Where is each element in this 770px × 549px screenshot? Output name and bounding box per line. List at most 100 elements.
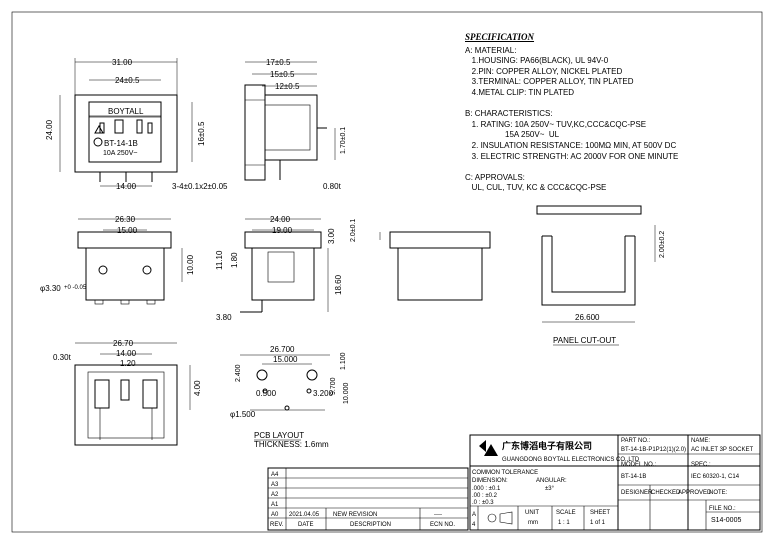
rear-thickness: 0.30t [53,353,72,362]
section-depth: 3.00 [327,228,336,244]
specification-block: SPECIFICATION A: MATERIAL: 1.HOUSING: PA… [465,32,765,194]
name-label: NAME: [691,438,710,444]
bottom-view: 26.30 15.00 10.00 φ3.30 +0 -0.05 [40,215,195,305]
approved-label: APPROVED [678,490,712,496]
spec-value: IEC 60320-1, C14 [691,474,740,480]
tolerance-1: .000 : ±0.1 [472,486,501,492]
end-view: 2.0±0.1 [350,219,491,301]
pcb-caption: PCB LAYOUT [254,431,304,440]
company-name-cn: 广东博滔电子有限公司 [502,440,592,451]
section-f: 2.0±0.1 [350,219,357,242]
rev-row-a2: A2 [271,492,279,498]
rear-height: 4.00 [193,380,202,396]
rev-header: REV. [270,522,284,528]
front-pitch: 14.00 [116,182,137,191]
unit-value: mm [528,520,538,526]
spec-line [465,162,765,173]
pcb-inner-width: 15.000 [273,355,298,364]
spec-line: 4.METAL CLIP: TIN PLATED [465,87,575,97]
front-rating: 10A 250V~ [103,150,137,157]
panel-width: 26.600 [575,313,600,322]
note-label: NOTE: [709,490,728,496]
pcb-c: 9.700 [330,377,337,395]
bottom-hole: φ3.30 [40,284,61,293]
pcb-d: 10.000 [343,382,350,404]
spec-line: 15A 250V~ UL [465,130,560,140]
pcb-a: 2.400 [235,364,242,382]
front-pin-size: 3-4±0.1x2±0.05 [172,182,228,191]
front-height: 24.00 [45,119,54,140]
bottom-hole-tol: +0 -0.05 [64,285,87,291]
angular-label: ANGULAR: [536,478,567,484]
section-e: 3.80 [216,313,232,322]
panel-cutout: 2.00±0.2 26.600 PANEL CUT-OUT [536,205,666,346]
spec-line: 1. RATING: 10A 250V~ TUV,KC,CCC&CQC-PSE [465,119,647,129]
spec-label: SPEC.: [691,462,711,468]
unit-label: UNIT [525,510,539,516]
rev-row-a1: A1 [271,502,279,508]
bottom-inner-width: 15.00 [117,226,138,235]
scale-label: SCALE [556,510,576,516]
pcb-g: φ1.500 [230,410,256,419]
angular-value: ±3° [545,486,555,492]
dimension-label: DIMENSION: [472,478,508,484]
spec-line: UL, CUL, TUV, KC & CCC&CQC-PSE [465,183,607,193]
rear-inner-width: 14.00 [116,349,137,358]
section-inner-width: 19.00 [272,226,293,235]
title-block: 广东博滔电子有限公司 GUANGDONG BOYTALL ELECTRONICS… [469,434,761,531]
pcb-thickness: THICKNESS: 1.6mm [254,440,329,449]
checked-label: CHECKED [651,490,681,496]
scale-value: 1 : 1 [558,520,570,526]
sheet-label: SHEET [590,510,610,516]
spec-line: 3.TERMINAL: COPPER ALLOY, TIN PLATED [465,77,634,87]
side-view: 17±0.5 15±0.5 12±0.5 1.70±0.1 0.80t [244,58,347,191]
side-depth-2: 15±0.5 [270,70,295,79]
section-a: 11.10 [215,250,224,270]
size-4: 4 [472,522,476,528]
panel-caption: PANEL CUT-OUT [553,336,616,345]
spec-line: C: APPROVALS: [465,172,525,182]
pcb-b: 1.100 [340,352,347,370]
side-depth-3: 12±0.5 [275,82,300,91]
desc-header: DESCRIPTION [350,522,391,528]
side-depth-1: 17±0.5 [266,58,291,67]
size-a: A [472,512,476,518]
spec-line: B: CHARACTERISTICS: [465,109,553,119]
name-value: AC INLET 3P SOCKET [691,447,753,453]
sheet-value: 1 of 1 [590,520,606,526]
model-value: BT-14-1B [621,474,646,480]
spec-line: 3. ELECTRIC STRENGTH: AC 2000V FOR ONE M… [465,151,679,161]
front-width: 31.00 [112,58,133,67]
front-view: BOYTALL BT-14-1B 10A 250V~ 31.00 24±0.5 … [45,58,228,191]
revision-table: A4 A3 A2 A1 A0 2021.04.05 NEW REVISION -… [267,467,469,531]
pcb-width: 26.700 [270,345,295,354]
part-no-label: PART NO.: [621,438,651,444]
company-name-en: GUANGDONG BOYTALL ELECTRONICS CO.,LTD [502,457,640,463]
side-clip: 1.70±0.1 [340,127,347,154]
bottom-height: 10.00 [186,254,195,275]
section-width: 24.00 [270,215,291,224]
front-model: BT-14-1B [104,139,138,148]
part-no-value: BT-14-1B-P1P12(1)(2.0) [621,447,686,453]
file-no-value: S14-0005 [711,517,741,524]
sheet-border [11,11,763,533]
projection-symbol [487,513,497,523]
rev-a0: A0 [271,512,279,518]
front-inner-width: 24±0.5 [115,76,140,85]
pcb-e: 0.500 [256,389,277,398]
rev-a0-date: 2021.04.05 [289,512,320,518]
panel-height: 2.00±0.2 [659,231,666,258]
rear-width: 26.70 [113,339,134,348]
rev-a0-desc: NEW REVISION [333,512,377,518]
rear-w3: 1.20 [120,359,136,368]
spec-line [465,99,765,110]
date-header: DATE [298,522,314,528]
file-no-label: FILE NO.: [709,506,736,512]
model-label: MODEL NO.: [621,462,656,468]
designer-label: DESIGNER [621,490,653,496]
rev-row-a3: A3 [271,482,279,488]
specification-title: SPECIFICATION [465,32,535,42]
pcb-f: 3.200 [313,389,334,398]
